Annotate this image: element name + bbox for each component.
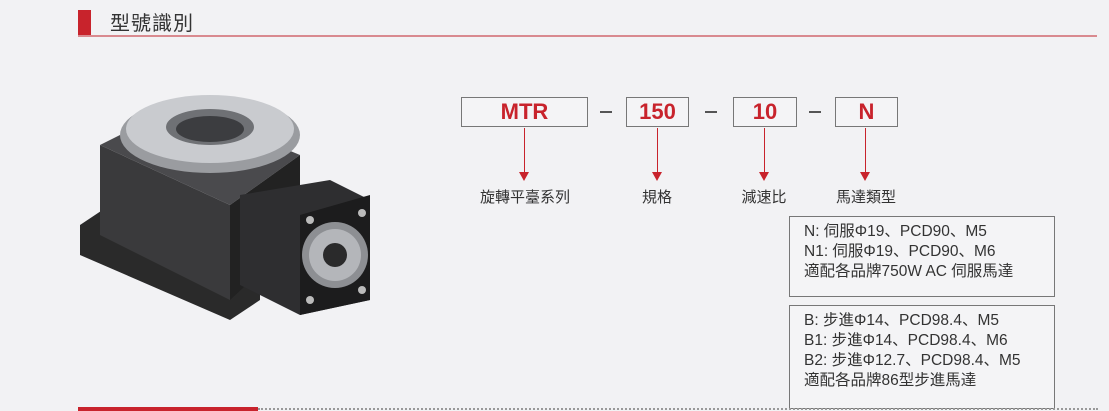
ratio-label: 減速比 (741, 188, 787, 206)
option-line: 適配各品牌86型步進馬達 (804, 372, 977, 389)
option-line: 適配各品牌750W AC 伺服馬達 (804, 263, 1014, 280)
series-label: 旋轉平臺系列 (479, 188, 571, 206)
title-accent-bar (78, 10, 91, 36)
arrow-down-icon (759, 128, 769, 181)
servo-options-box: N: 伺服Φ19、PCD90、M5 N1: 伺服Φ19、PCD90、M6 適配各… (789, 216, 1055, 297)
footer-dotted-divider (258, 408, 1098, 410)
option-line: B: 步進Φ14、PCD98.4、M5 (804, 312, 999, 329)
separator-dash (705, 111, 717, 113)
title-divider (78, 35, 1097, 37)
code-size-box: 150 (626, 97, 689, 127)
option-line: B1: 步進Φ14、PCD98.4、M6 (804, 332, 1008, 349)
separator-dash (600, 111, 612, 113)
separator-dash (809, 111, 821, 113)
option-line: N: 伺服Φ19、PCD90、M5 (804, 223, 987, 240)
motor-type-label: 馬達類型 (835, 188, 897, 206)
option-line: N1: 伺服Φ19、PCD90、M6 (804, 243, 996, 260)
rotary-table-product-image (80, 95, 370, 320)
code-motor-box: N (835, 97, 898, 127)
footer-accent-bar (78, 407, 258, 411)
size-label: 規格 (641, 188, 673, 206)
code-ratio-box: 10 (733, 97, 797, 127)
stepper-options-box: B: 步進Φ14、PCD98.4、M5 B1: 步進Φ14、PCD98.4、M6… (789, 305, 1055, 409)
section-title: 型號識別 (110, 11, 194, 35)
option-line: B2: 步進Φ12.7、PCD98.4、M5 (804, 352, 1021, 369)
arrow-down-icon (519, 128, 529, 181)
arrow-down-icon (652, 128, 662, 181)
arrow-down-icon (860, 128, 870, 181)
code-series-box: MTR (461, 97, 588, 127)
